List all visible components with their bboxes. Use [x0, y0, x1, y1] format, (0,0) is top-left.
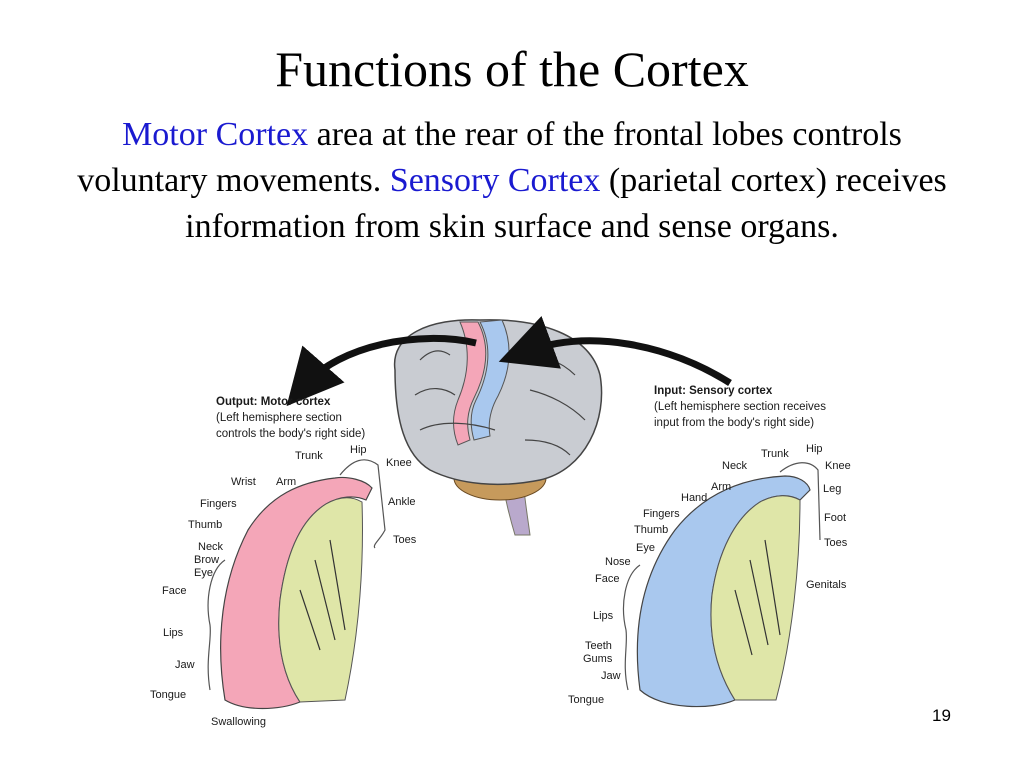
motor-label-neck: Neck — [198, 541, 224, 553]
sensory-label-fingers: Fingers — [643, 508, 680, 520]
motor-label-arm: Arm — [276, 476, 296, 488]
sensory-label-eye: Eye — [636, 542, 655, 554]
motor-label-wrist: Wrist — [231, 476, 256, 488]
motor-label-swallowing: Swallowing — [211, 716, 266, 728]
motor-label-tongue: Tongue — [150, 689, 186, 701]
sensory-label-arm: Arm — [711, 481, 731, 493]
sensory-label-gums: Gums — [583, 653, 613, 665]
motor-homunculus — [207, 459, 386, 710]
sensory-label-thumb: Thumb — [634, 524, 668, 536]
sensory-label-toes: Toes — [824, 537, 848, 549]
sensory-body-labels: Trunk Hip Neck Knee Arm Leg Hand Fingers… — [568, 443, 851, 706]
sensory-label-genitals: Genitals — [806, 579, 847, 591]
motor-output-arrow — [286, 334, 477, 407]
motor-label-ankle: Ankle — [388, 496, 416, 508]
slide-title: Functions of the Cortex — [275, 41, 749, 97]
sensory-label-hip: Hip — [806, 443, 823, 455]
motor-header-line1: (Left hemisphere section — [216, 412, 342, 424]
sensory-homunculus — [623, 462, 821, 708]
motor-label-eye: Eye — [194, 567, 213, 579]
motor-label-trunk: Trunk — [295, 450, 323, 462]
sensory-label-face: Face — [595, 573, 619, 585]
slide-number: 19 — [932, 706, 951, 725]
sensory-label-jaw: Jaw — [601, 670, 621, 682]
motor-header-line2: controls the body's right side) — [216, 428, 365, 440]
sensory-cortex-description: (parietal cortex) receives information f… — [185, 162, 947, 245]
sensory-label-foot: Foot — [824, 512, 846, 524]
sensory-label-leg: Leg — [823, 483, 841, 495]
motor-label-thumb: Thumb — [188, 519, 222, 531]
motor-label-brow: Brow — [194, 554, 219, 566]
sensory-label-neck: Neck — [722, 460, 748, 472]
slide-body-text: Motor Cortex area at the rear of the fro… — [60, 112, 964, 250]
sensory-header-title: Input: Sensory cortex — [654, 385, 773, 397]
sensory-input-arrow — [498, 316, 732, 386]
motor-label-fingers: Fingers — [200, 498, 237, 510]
motor-label-hip: Hip — [350, 444, 367, 456]
motor-label-jaw: Jaw — [175, 659, 195, 671]
sensory-label-knee: Knee — [825, 460, 851, 472]
brain-illustration — [393, 319, 603, 536]
motor-header-title: Output: Motor cortex — [216, 396, 331, 408]
motor-label-knee: Knee — [386, 457, 412, 469]
motor-cortex-term: Motor Cortex — [122, 116, 309, 153]
sensory-header-line1: (Left hemisphere section receives — [654, 401, 826, 413]
sensory-label-teeth: Teeth — [585, 640, 612, 652]
motor-cortex-description: area at the rear of the frontal lobes co… — [77, 116, 902, 199]
motor-label-face: Face — [162, 585, 186, 597]
sensory-header-line2: input from the body's right side) — [654, 417, 814, 429]
motor-label-lips: Lips — [163, 627, 184, 639]
motor-body-labels: Trunk Hip Knee Wrist Arm Ankle Fingers T… — [150, 444, 417, 728]
sensory-label-trunk: Trunk — [761, 448, 789, 460]
sensory-label-tongue: Tongue — [568, 694, 604, 706]
sensory-cortex-term: Sensory Cortex — [389, 162, 601, 199]
motor-label-toes: Toes — [393, 534, 417, 546]
sensory-label-hand: Hand — [681, 492, 707, 504]
sensory-label-nose: Nose — [605, 556, 631, 568]
sensory-label-lips: Lips — [593, 610, 614, 622]
